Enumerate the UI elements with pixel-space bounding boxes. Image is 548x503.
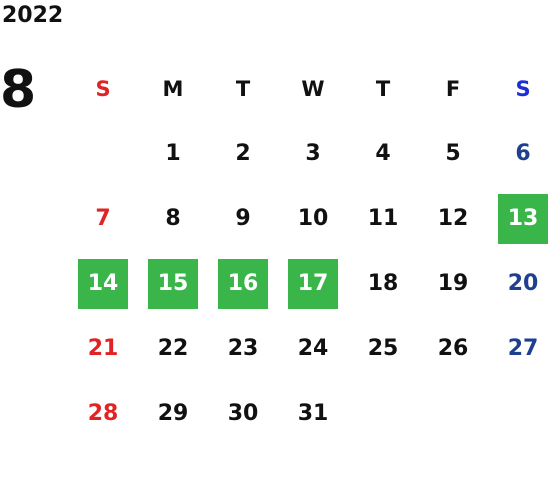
day-cell[interactable]: 28 [87, 401, 119, 426]
day-cell[interactable]: 29 [157, 401, 189, 426]
day-cell-highlighted[interactable]: 13 [488, 186, 548, 251]
day-cell[interactable]: 31 [297, 401, 329, 426]
year-label: 2022 [2, 3, 64, 28]
weekday-monday: M [162, 76, 184, 101]
weekday-friday: F [445, 76, 461, 101]
day-cell-highlighted[interactable]: 15 [138, 251, 208, 316]
weekday-tuesday: T [235, 76, 251, 101]
day-cell[interactable]: 30 [227, 401, 259, 426]
day-cell-highlighted[interactable]: 17 [278, 251, 348, 316]
day-cell[interactable]: 3 [305, 141, 321, 166]
day-cell-highlighted[interactable]: 16 [208, 251, 278, 316]
weekday-wednesday: W [301, 76, 325, 101]
weekday-sunday: S [95, 76, 111, 101]
day-cell[interactable]: 8 [165, 206, 181, 231]
day-cell[interactable]: 24 [297, 336, 329, 361]
day-cell[interactable]: 6 [515, 141, 531, 166]
day-cell[interactable]: 23 [227, 336, 259, 361]
day-cell[interactable]: 12 [437, 206, 469, 231]
day-cell[interactable]: 18 [367, 271, 399, 296]
day-cell-empty [348, 381, 418, 446]
day-cell[interactable]: 7 [95, 206, 111, 231]
weekday-thursday: T [375, 76, 391, 101]
day-cell[interactable]: 27 [507, 336, 539, 361]
day-cell[interactable]: 19 [437, 271, 469, 296]
calendar-grid: S M T W T F S 1 2 3 4 5 6 7 8 9 10 11 12… [68, 56, 548, 446]
day-cell[interactable]: 25 [367, 336, 399, 361]
day-cell[interactable]: 22 [157, 336, 189, 361]
day-cell[interactable]: 1 [165, 141, 181, 166]
day-cell[interactable]: 11 [367, 206, 399, 231]
day-cell-empty [418, 381, 488, 446]
day-cell[interactable]: 21 [87, 336, 119, 361]
day-cell[interactable]: 2 [235, 141, 251, 166]
day-cell-highlighted[interactable]: 14 [68, 251, 138, 316]
day-cell [68, 121, 138, 186]
day-cell-empty [488, 381, 548, 446]
weekday-saturday: S [515, 76, 531, 101]
day-cell[interactable]: 26 [437, 336, 469, 361]
day-cell[interactable]: 9 [235, 206, 251, 231]
day-cell[interactable]: 5 [445, 141, 461, 166]
day-cell[interactable]: 4 [375, 141, 391, 166]
month-label: 8 [0, 60, 37, 120]
day-cell[interactable]: 10 [297, 206, 329, 231]
day-cell[interactable]: 20 [507, 271, 539, 296]
